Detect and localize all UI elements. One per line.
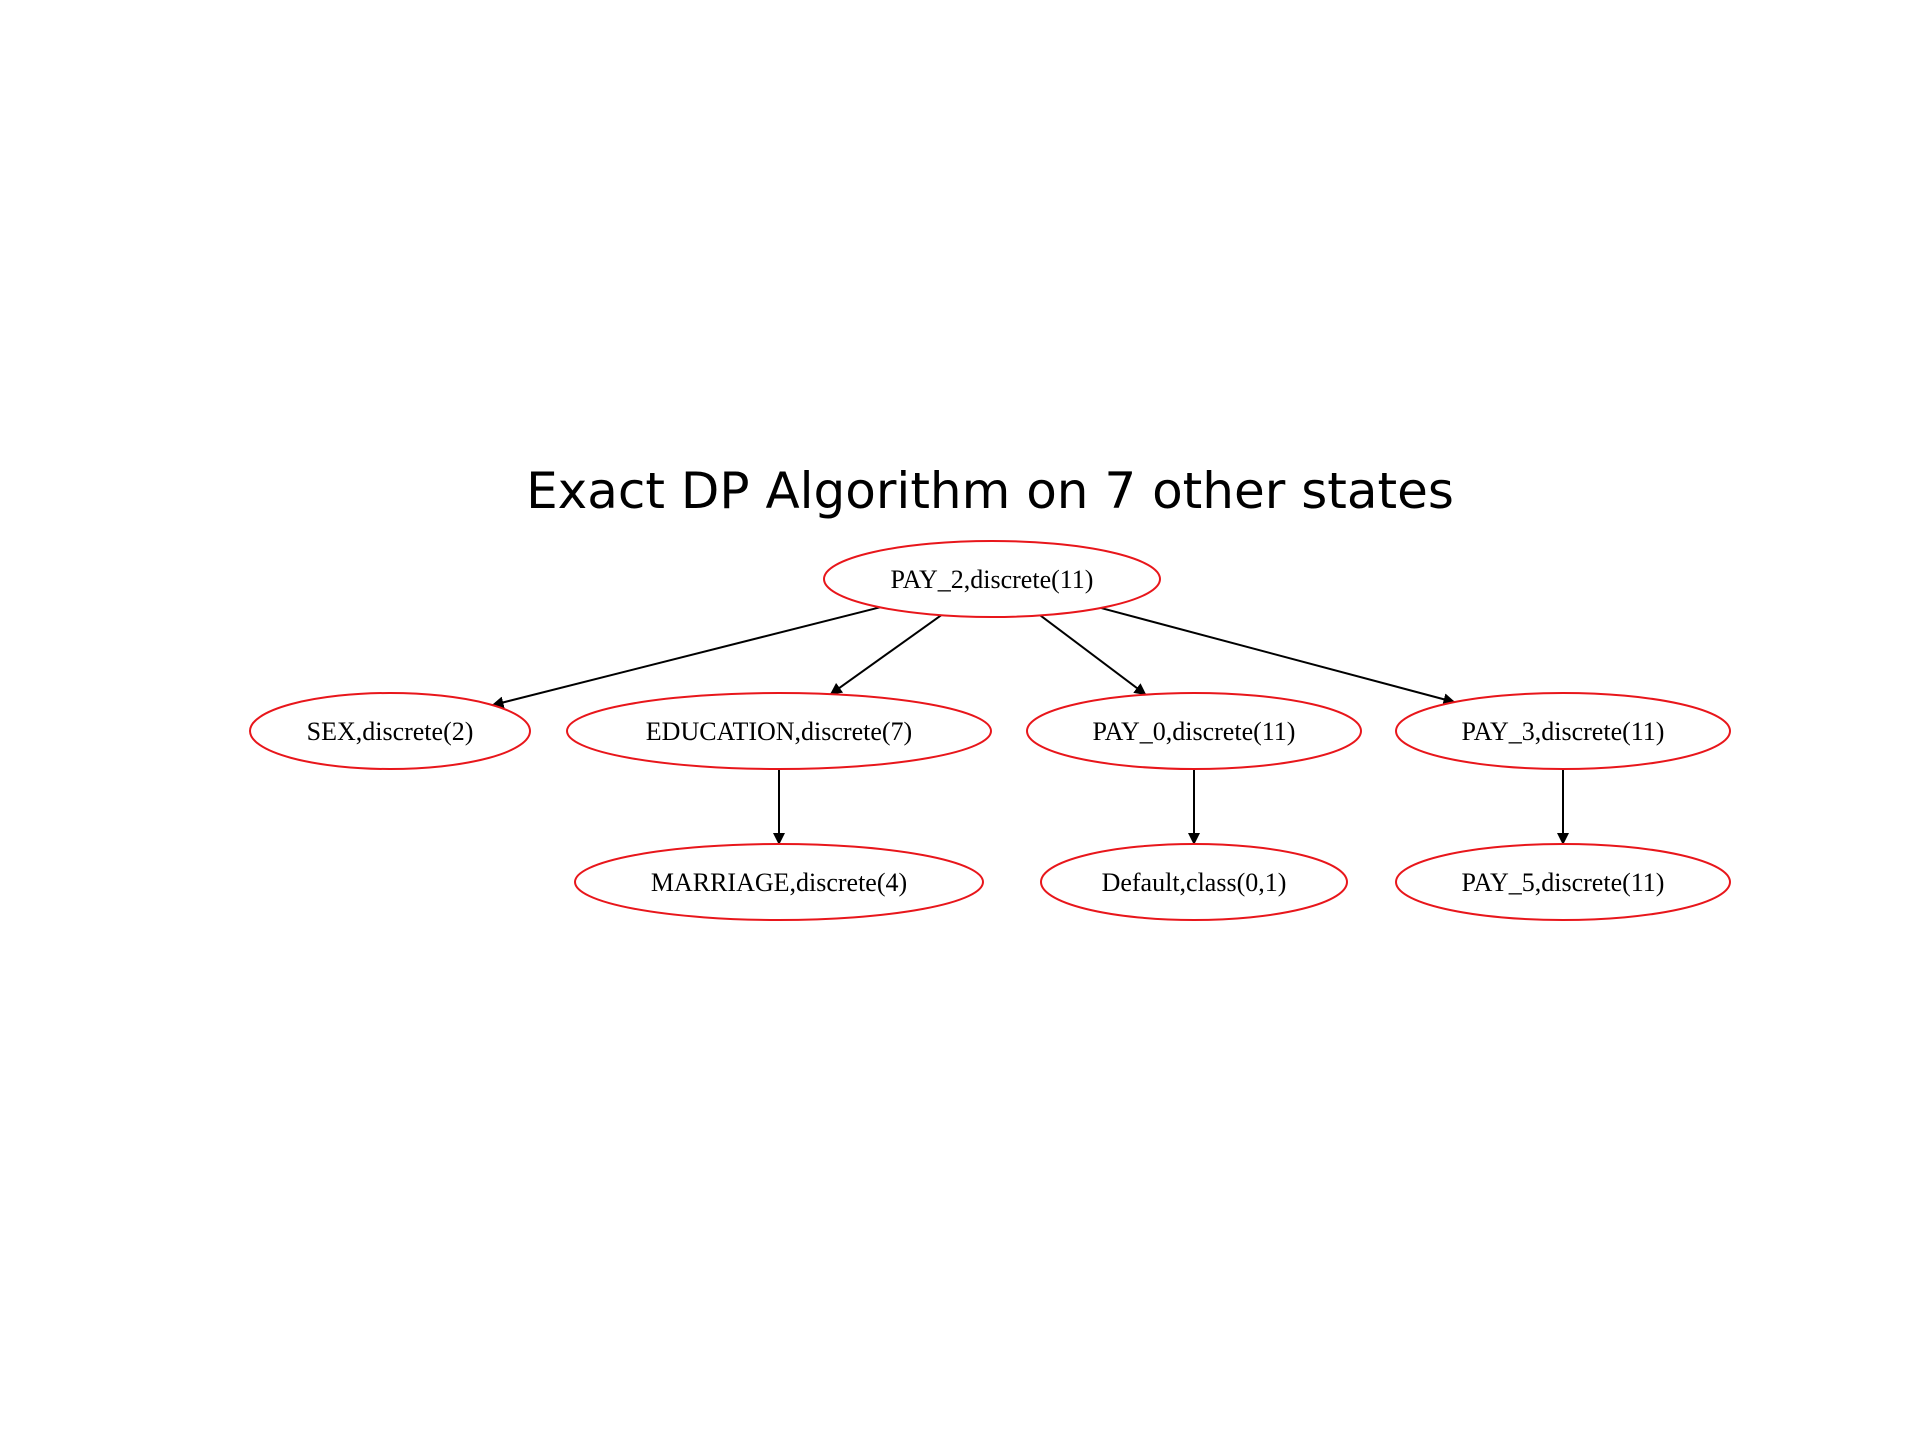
node-sex: SEX,discrete(2) <box>249 692 531 770</box>
edge-pay2-to-sex <box>491 606 881 709</box>
node-label: PAY_5,discrete(11) <box>1462 868 1665 897</box>
edges-layer <box>491 606 1569 845</box>
node-ellipse <box>1040 843 1348 921</box>
node-education: EDUCATION,discrete(7) <box>566 692 992 770</box>
node-pay2: PAY_2,discrete(11) <box>823 540 1161 618</box>
node-label: SEX,discrete(2) <box>307 717 474 746</box>
node-marriage: MARRIAGE,discrete(4) <box>574 843 984 921</box>
node-ellipse <box>574 843 984 921</box>
edge-pay2-to-pay3 <box>1100 606 1456 706</box>
node-pay3: PAY_3,discrete(11) <box>1395 692 1731 770</box>
node-label: PAY_0,discrete(11) <box>1093 717 1296 746</box>
node-pay5: PAY_5,discrete(11) <box>1395 843 1731 921</box>
node-ellipse <box>249 692 531 770</box>
node-pay0: PAY_0,discrete(11) <box>1026 692 1362 770</box>
node-default: Default,class(0,1) <box>1040 843 1348 921</box>
node-ellipse <box>823 540 1161 618</box>
diagram-title: Exact DP Algorithm on 7 other states <box>526 462 1454 520</box>
node-ellipse <box>1026 692 1362 770</box>
node-label: MARRIAGE,discrete(4) <box>651 868 907 897</box>
nodes-layer: PAY_2,discrete(11) SEX,discrete(2) EDUCATI… <box>249 540 1731 921</box>
node-label: PAY_3,discrete(11) <box>1462 717 1665 746</box>
edge-pay2-to-education <box>829 614 942 695</box>
edge-pay2-to-pay0 <box>1039 614 1147 696</box>
node-label: EDUCATION,discrete(7) <box>646 717 912 746</box>
node-ellipse <box>1395 692 1731 770</box>
node-ellipse <box>1395 843 1731 921</box>
node-label: Default,class(0,1) <box>1102 868 1287 897</box>
node-ellipse <box>566 692 992 770</box>
node-label: PAY_2,discrete(11) <box>891 565 1094 594</box>
